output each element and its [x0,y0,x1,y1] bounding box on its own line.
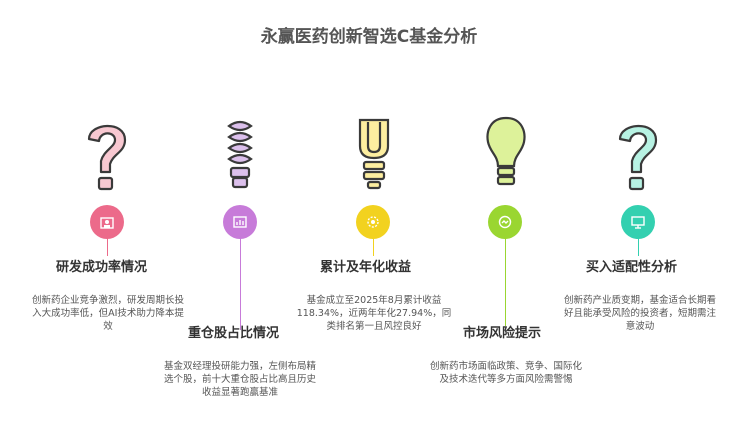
connector-line-1 [107,238,108,256]
heading-top-holdings: 重仓股占比情况 [188,326,280,341]
connector-line-2 [240,238,241,330]
heading-cumulative-return: 累计及年化收益 [320,260,412,275]
connector-line-5 [638,238,639,256]
gear-icon [356,205,390,239]
monitor-icon [621,205,655,239]
yellow-bulb-icon [344,112,404,192]
text-top-holdings: 基金双经理投研能力强，左侧布局精选个股，前十大重仓股占比高且历史收益显著跑赢基准 [164,361,317,398]
heading-market-risk: 市场风险提示 [463,326,542,341]
pink-question-mark-icon [77,112,137,192]
connector-line-4 [505,238,506,326]
text-cumulative-return: 基金成立至2025年8月累计收益118.34%，近两年年化27.94%，同类排名… [296,295,452,332]
team-icon [90,205,124,239]
chart-screen-icon [223,205,257,239]
heading-suitability: 买入适配性分析 [586,260,678,275]
connector-line-3 [373,238,374,256]
teal-question-mark-icon [608,112,668,192]
text-market-risk: 创新药市场面临政策、竞争、国际化及技术迭代等多方面风险需警惕 [429,361,582,385]
green-lightbulb-icon [476,112,536,192]
text-suitability: 创新药产业质变期，基金适合长期看好且能承受风险的投资者，短期需注意波动 [563,295,716,332]
purple-cfl-bulb-icon [210,112,270,192]
page-title: 永赢医药创新智选C基金分析 [260,27,478,47]
handshake-icon [488,205,522,239]
heading-rd-success: 研发成功率情况 [56,260,148,275]
text-rd-success: 创新药企业竞争激烈，研发周期长投入大成功率低，但AI技术助力降本提效 [32,295,185,332]
